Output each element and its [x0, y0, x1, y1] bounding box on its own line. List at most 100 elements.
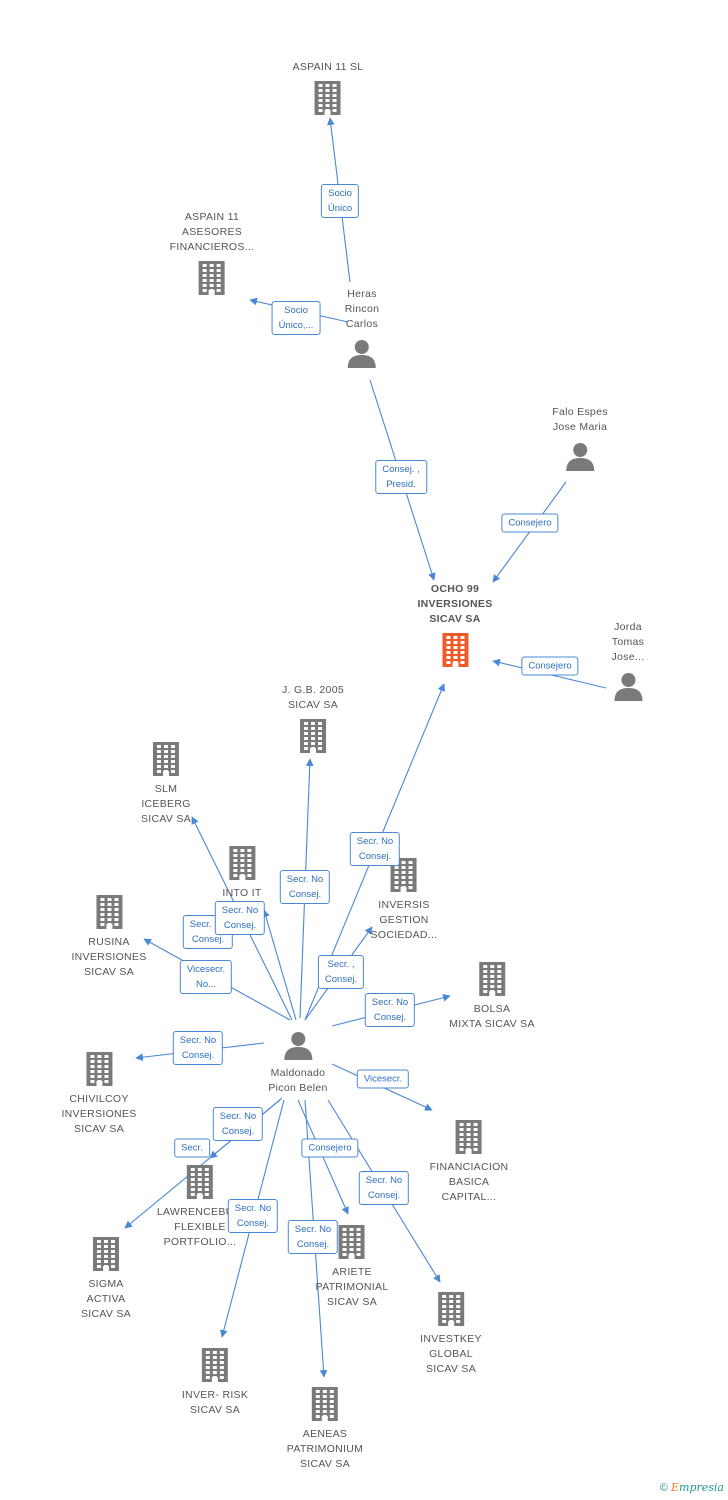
edge-label-line: Secr. ,	[327, 959, 355, 970]
edge-label-line: Secr. No	[365, 1175, 403, 1186]
node-label-line: AENEAS	[302, 1428, 348, 1440]
building-icon[interactable]	[298, 719, 328, 753]
edge-label-line: Consej.	[223, 920, 257, 931]
edge-label-heras-ocho99[interactable]: Consej. ,Presid.	[375, 460, 427, 494]
building-icon[interactable]	[337, 1225, 367, 1259]
edge-label-line: Secr. No	[371, 997, 409, 1008]
building-icon[interactable]	[185, 1165, 215, 1199]
node-label-line: INTO IT	[222, 887, 262, 899]
building-icon[interactable]	[200, 1348, 230, 1382]
edge-label-line: Secr. No	[234, 1203, 272, 1214]
edge-label-falo-ocho99[interactable]: Consejero	[501, 513, 559, 533]
edge-label-line: Vicesecr.	[186, 964, 226, 975]
edge-label-jorda-ocho99[interactable]: Consejero	[521, 656, 579, 676]
node-label-line: ARIETE	[332, 1266, 372, 1278]
node-label-line: INVER- RISK	[181, 1389, 249, 1401]
building-icon[interactable]	[477, 962, 507, 996]
building-icon[interactable]	[94, 895, 124, 929]
building-icon[interactable]	[197, 261, 227, 295]
footer: © Empresia	[660, 1481, 724, 1494]
building-icon[interactable]	[227, 846, 257, 880]
node-label-line: INVERSIONES	[61, 1108, 137, 1120]
edge-label-line: Consej.	[373, 1012, 407, 1023]
edge-label-maldonado-bolsa[interactable]: Secr. No Consej.	[364, 993, 416, 1027]
edge-label-line: Único	[327, 203, 353, 214]
node-label-line: Carlos	[345, 318, 379, 330]
node-label-line: GLOBAL	[429, 1348, 473, 1360]
building-icon[interactable]	[440, 633, 470, 667]
node-label-line: INVERSIS	[378, 899, 430, 911]
node-label-line: INVESTKEY	[420, 1333, 482, 1345]
person-icon[interactable]	[283, 1030, 313, 1060]
node-label-line: SICAV SA	[73, 1123, 125, 1135]
node-label-line: BOLSA	[473, 1003, 511, 1015]
person-icon[interactable]	[565, 441, 595, 471]
node-label-line: BASICA	[448, 1176, 490, 1188]
edge-label-line: Secr. No	[286, 874, 324, 885]
person-icon[interactable]	[347, 338, 377, 368]
node-label-line: GESTION	[379, 914, 429, 926]
node-label-line: ASPAIN 11	[184, 211, 240, 223]
edge-label-maldonado-financiacion[interactable]: Vicesecr.	[356, 1069, 410, 1089]
node-label-line: SICAV SA	[326, 1296, 378, 1308]
edge-label-maldonado-inversis[interactable]: Secr. ,Consej.	[317, 955, 365, 989]
node-label-line: J. G.B. 2005	[282, 684, 344, 696]
edge-label-maldonado-ariete[interactable]: Consejero	[301, 1138, 359, 1158]
edge-label-maldonado-rusina[interactable]: Vicesecr.No...	[179, 960, 233, 994]
node-label-line: RUSINA	[88, 936, 130, 948]
building-icon[interactable]	[84, 1052, 114, 1086]
edge-label-line: Socio	[284, 305, 308, 316]
edge-label-line: Secr.	[181, 1142, 203, 1154]
building-icon[interactable]	[310, 1387, 340, 1421]
person-icon[interactable]	[613, 671, 643, 701]
building-icon[interactable]	[454, 1120, 484, 1154]
edge-label-line: Consej.	[181, 1050, 215, 1061]
building-icon[interactable]	[91, 1237, 121, 1271]
building-icon[interactable]	[436, 1292, 466, 1326]
building-icon[interactable]	[313, 81, 343, 115]
building-icon[interactable]	[151, 742, 181, 776]
edge-label-line: Vicesecr.	[363, 1073, 403, 1085]
edge-label-line: Consej.	[191, 934, 225, 945]
node-aspain11sl[interactable]: ASPAIN 11 SL	[293, 60, 364, 115]
empresia-logo[interactable]: Empresia	[671, 1481, 724, 1494]
edge-label-maldonado-sigma[interactable]: Secr.	[174, 1138, 210, 1158]
